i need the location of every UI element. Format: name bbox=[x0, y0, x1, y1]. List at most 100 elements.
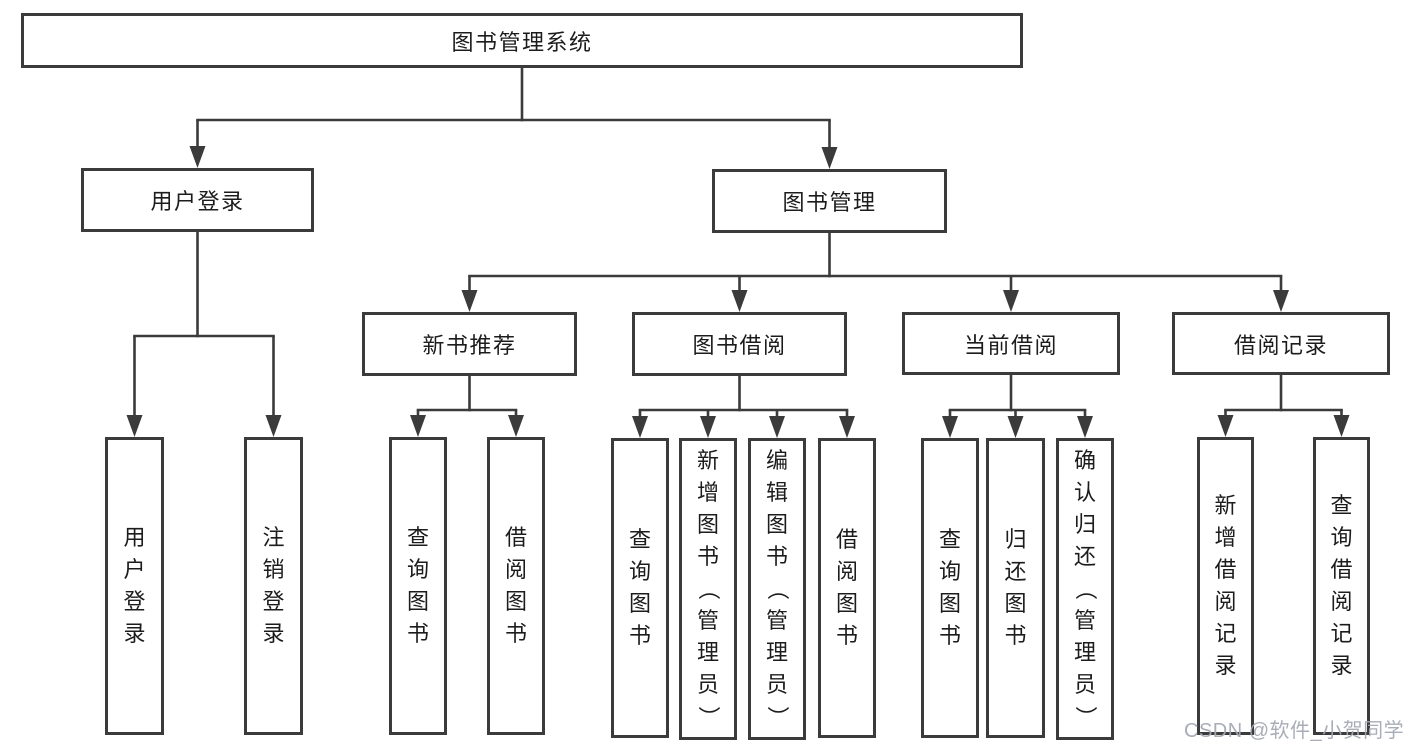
arrowhead-icon bbox=[942, 416, 958, 438]
node-label-char: 增 bbox=[696, 480, 719, 505]
node-label-char: 借 bbox=[504, 525, 527, 550]
node-query-book-1: 查询图书 bbox=[389, 437, 447, 735]
arrowhead-icon bbox=[1007, 416, 1024, 438]
node-label-char: 查 bbox=[628, 527, 651, 552]
node-label-char: 书 bbox=[938, 623, 961, 648]
node-label-char: ） bbox=[765, 705, 790, 728]
node-edit-book: 编辑图书（管理员） bbox=[748, 438, 806, 740]
node-label: 查询借阅记录 bbox=[1330, 490, 1354, 682]
node-add-book: 新增图书（管理员） bbox=[679, 438, 737, 740]
node-label-char: 录 bbox=[1214, 653, 1237, 678]
node-label-char: 录 bbox=[262, 621, 285, 646]
node-system: 图书管理系统 bbox=[21, 13, 1023, 68]
node-label: 新增图书（管理员） bbox=[696, 445, 721, 733]
node-label-char: 图 bbox=[628, 591, 651, 616]
node-label-char: 查 bbox=[406, 525, 429, 550]
arrowhead-icon bbox=[731, 290, 748, 312]
node-label-char: 书 bbox=[765, 544, 788, 569]
node-logout: 注销登录 bbox=[244, 437, 303, 735]
node-label-char: 理 bbox=[765, 640, 788, 665]
node-label-char: 辑 bbox=[765, 480, 788, 505]
node-label: 新书推荐 bbox=[422, 333, 517, 358]
node-label-char: 询 bbox=[406, 557, 429, 582]
arrowhead-icon bbox=[265, 415, 282, 437]
node-label: 借阅图书 bbox=[504, 522, 528, 650]
node-label-char: 录 bbox=[123, 621, 146, 646]
node-label-char: 图 bbox=[835, 591, 858, 616]
node-label-char: 管 bbox=[1073, 608, 1096, 633]
node-label: 图书借阅 bbox=[692, 333, 787, 358]
node-label: 注销登录 bbox=[262, 522, 286, 650]
node-label-char: 还 bbox=[1073, 544, 1096, 569]
node-label: 查询图书 bbox=[406, 522, 430, 650]
node-label: 归还图书 bbox=[1004, 524, 1028, 652]
node-label-char: ） bbox=[696, 705, 721, 728]
node-confirm-return: 确认归还（管理员） bbox=[1056, 438, 1114, 740]
node-user-login: 用户登录 bbox=[81, 168, 314, 232]
node-label-char: 记 bbox=[1330, 621, 1353, 646]
node-label-char: 管 bbox=[765, 608, 788, 633]
node-label-char: 图 bbox=[406, 589, 429, 614]
node-label: 编辑图书（管理员） bbox=[765, 445, 790, 733]
node-label-char: 记 bbox=[1214, 621, 1237, 646]
node-label-char: 归 bbox=[1073, 512, 1096, 537]
node-label-char: 销 bbox=[262, 557, 285, 582]
node-label-char: 确 bbox=[1073, 448, 1096, 473]
node-label-char: 编 bbox=[765, 448, 788, 473]
node-label-char: 户 bbox=[123, 557, 146, 582]
node-label-char: 阅 bbox=[1330, 589, 1353, 614]
node-label-char: 录 bbox=[1330, 653, 1353, 678]
node-label: 图书管理系统 bbox=[451, 29, 593, 55]
arrowhead-icon bbox=[1003, 290, 1019, 312]
node-label-char: （ bbox=[1073, 577, 1098, 600]
node-label: 借阅图书 bbox=[835, 524, 859, 652]
node-label-char: 书 bbox=[696, 544, 719, 569]
node-add-borrow-record: 新增借阅记录 bbox=[1197, 437, 1254, 735]
node-query-borrow-record: 查询借阅记录 bbox=[1313, 437, 1370, 735]
node-query-book-3: 查询图书 bbox=[921, 438, 979, 738]
node-label-char: 图 bbox=[696, 512, 719, 537]
node-borrow-book-1: 借阅图书 bbox=[487, 437, 545, 735]
node-label-char: 图 bbox=[1004, 591, 1027, 616]
node-label-char: 理 bbox=[1073, 640, 1096, 665]
node-current-borrow: 当前借阅 bbox=[902, 312, 1120, 375]
node-new-book-rec: 新书推荐 bbox=[362, 312, 577, 376]
node-borrow-records: 借阅记录 bbox=[1172, 312, 1390, 375]
arrowhead-icon bbox=[508, 415, 524, 437]
arrowhead-icon bbox=[821, 147, 838, 169]
node-label: 确认归还（管理员） bbox=[1073, 445, 1098, 733]
node-book-borrow: 图书借阅 bbox=[632, 312, 847, 376]
node-label-char: 查 bbox=[938, 527, 961, 552]
node-label: 用户登录 bbox=[150, 189, 245, 214]
node-label-char: 书 bbox=[504, 621, 527, 646]
node-login: 用户登录 bbox=[105, 437, 164, 735]
node-label-char: 阅 bbox=[504, 557, 527, 582]
node-borrow-book-2: 借阅图书 bbox=[818, 438, 876, 738]
watermark: CSDN @软件_小贺同学 bbox=[1184, 720, 1405, 742]
node-label-char: 阅 bbox=[835, 559, 858, 584]
node-label-char: 员 bbox=[765, 672, 788, 697]
arrowhead-icon bbox=[1333, 415, 1350, 437]
arrowhead-icon bbox=[632, 416, 648, 438]
arrowhead-icon bbox=[126, 415, 143, 437]
node-label: 当前借阅 bbox=[963, 332, 1058, 358]
arrowhead-icon bbox=[700, 416, 716, 438]
node-label-char: 图 bbox=[765, 512, 788, 537]
node-label: 查询图书 bbox=[938, 524, 962, 652]
node-label-char: 员 bbox=[696, 672, 719, 697]
node-query-book-2: 查询图书 bbox=[611, 438, 669, 738]
arrowhead-icon bbox=[769, 416, 785, 438]
node-label-char: 书 bbox=[1004, 623, 1027, 648]
node-label: 用户登录 bbox=[123, 522, 147, 650]
node-label-char: 询 bbox=[628, 559, 651, 584]
node-label-char: 询 bbox=[1330, 525, 1353, 550]
arrowhead-icon bbox=[410, 415, 426, 437]
arrowhead-icon bbox=[1217, 415, 1234, 437]
node-label-char: 图 bbox=[504, 589, 527, 614]
node-label-char: 查 bbox=[1330, 493, 1353, 518]
node-label-char: 阅 bbox=[1214, 589, 1237, 614]
node-label-char: 书 bbox=[835, 623, 858, 648]
node-label-char: 询 bbox=[938, 559, 961, 584]
